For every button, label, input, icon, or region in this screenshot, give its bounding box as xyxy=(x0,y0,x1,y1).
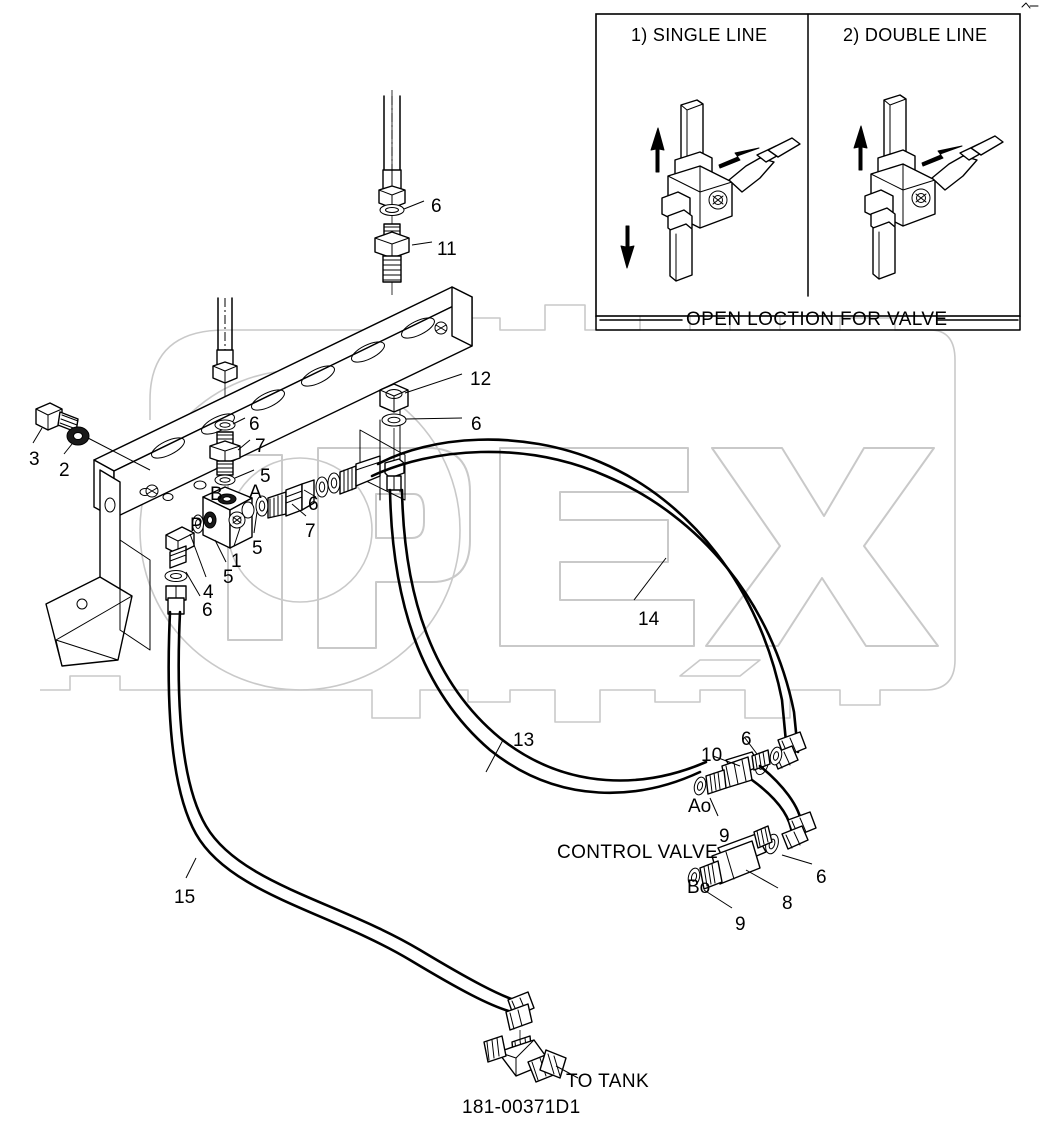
callout-7-right: 7 xyxy=(305,521,316,542)
callout-6-top: 6 xyxy=(431,196,442,217)
to-tank-label: TO TANK xyxy=(566,1071,650,1092)
callout-6-valve-bot: 6 xyxy=(816,867,827,888)
callout-8: 8 xyxy=(782,893,793,914)
inset-valve-double xyxy=(853,94,1004,280)
corner-mark xyxy=(1021,2,1039,9)
callout-6-mid: 6 xyxy=(249,414,260,435)
right-fitting-7-assembly xyxy=(255,455,381,519)
callout-2: 2 xyxy=(59,460,70,481)
port-label-b: B xyxy=(210,484,223,505)
callout-12: 12 xyxy=(470,369,492,390)
callout-6-locknut: 6 xyxy=(471,414,482,435)
callout-1: 1 xyxy=(231,551,242,572)
callout-10: 10 xyxy=(701,745,723,766)
upper-connector-7 xyxy=(209,417,255,486)
callout-6-valve-top: 6 xyxy=(741,729,752,750)
inset-caption: OPEN LOCTION FOR VALVE xyxy=(686,309,948,330)
callout-15: 15 xyxy=(174,887,196,908)
port-label-a: A xyxy=(249,482,262,503)
inset-panel xyxy=(595,13,1021,331)
callout-13: 13 xyxy=(513,730,535,751)
cv-nipple-8 xyxy=(687,825,779,909)
inset-title-double-line: 2) DOUBLE LINE xyxy=(843,25,988,45)
callout-7-upper: 7 xyxy=(255,436,266,457)
inset-title-single-line: 1) SINGLE LINE xyxy=(631,25,768,45)
hose-14 xyxy=(370,438,800,754)
control-valve-port-Ao xyxy=(693,746,783,817)
callout-6-elbow: 6 xyxy=(202,600,213,621)
control-valve-label: CONTROL VALVE xyxy=(557,842,719,863)
drawing-number: 181-00371D1 xyxy=(462,1097,581,1118)
callout-9-ao: 9 xyxy=(719,826,730,847)
left-elbow-4-assembly xyxy=(164,514,207,615)
port-label-p: P xyxy=(190,515,203,536)
bolt-and-washer-2-3 xyxy=(32,402,151,471)
callout-11: 11 xyxy=(437,239,457,260)
callout-6-right: 6 xyxy=(308,494,319,515)
port-label-ao: Ao xyxy=(688,796,712,817)
callout-5-lower: 5 xyxy=(223,567,234,588)
hose13-anchor xyxy=(384,458,405,491)
callout-9-bo: 9 xyxy=(735,914,746,935)
callout-3: 3 xyxy=(29,449,40,470)
hose-cv-right xyxy=(750,764,817,865)
manifold-bar xyxy=(45,286,473,667)
top-hose-stub-and-bolt xyxy=(374,90,433,295)
valve-block-1 xyxy=(202,486,258,563)
watermark xyxy=(40,299,956,723)
hose-15 xyxy=(167,610,522,1014)
callout-14: 14 xyxy=(638,609,660,630)
callout-5-upper: 5 xyxy=(260,466,271,487)
callout-4: 4 xyxy=(203,582,214,603)
callout-5-right: 5 xyxy=(252,538,263,559)
inset-valve-single xyxy=(620,99,801,282)
to-tank-tee xyxy=(483,991,579,1083)
port-label-bo: Bo xyxy=(687,877,711,898)
hose-13 xyxy=(388,488,708,795)
locknut-12-assembly xyxy=(379,373,463,470)
